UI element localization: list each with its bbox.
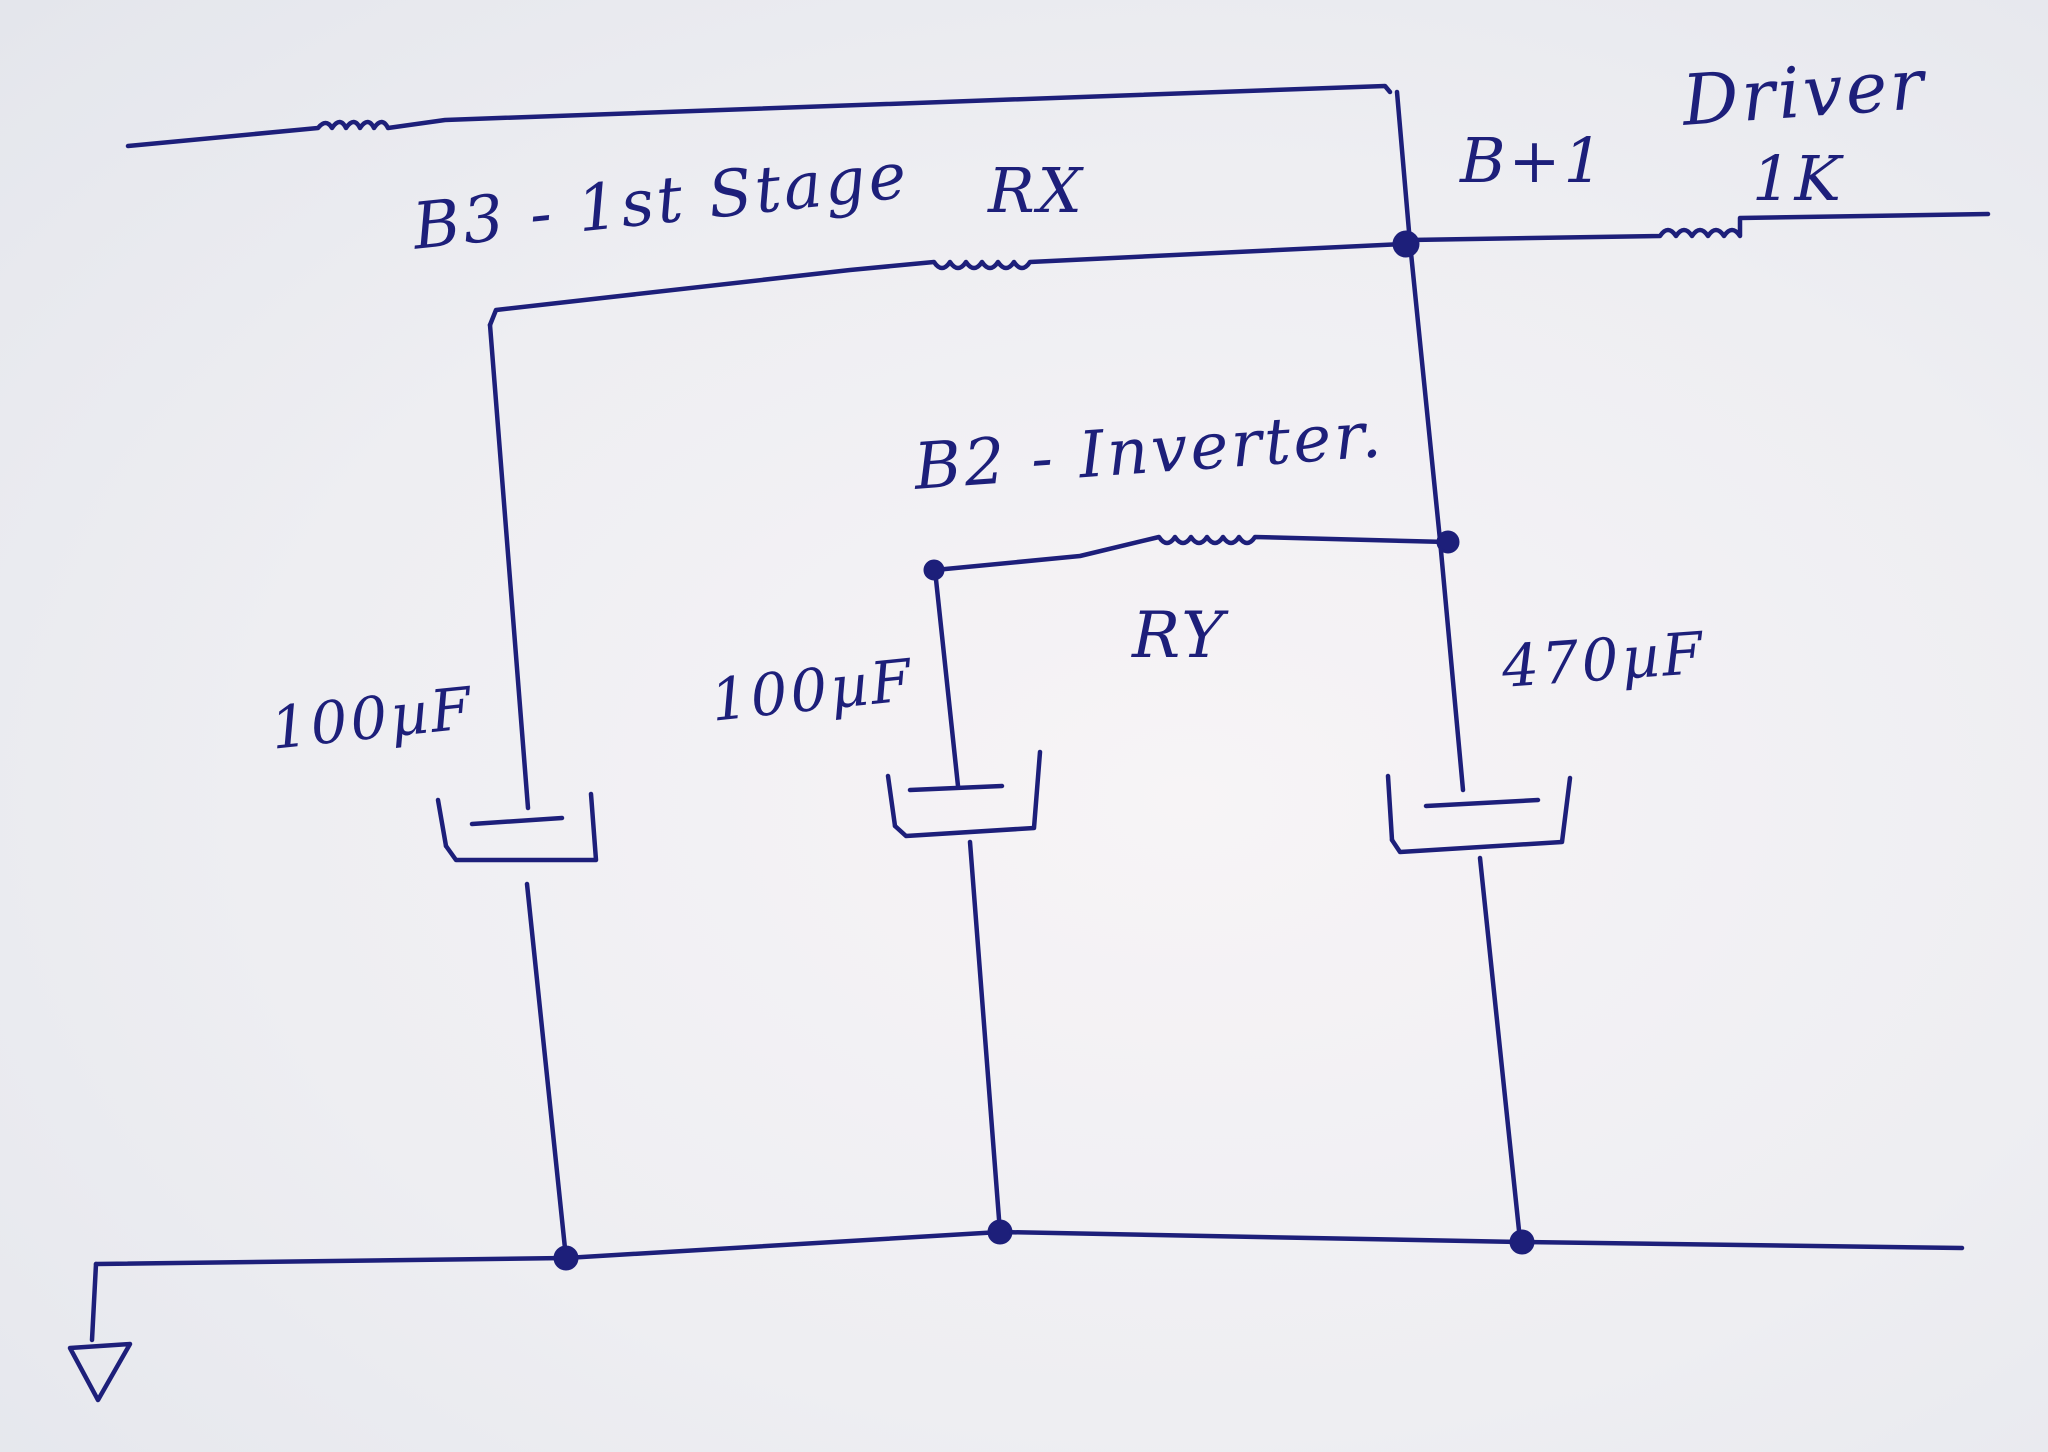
cap-b3-plate-top [469,815,565,827]
driver-wire [1407,211,1991,243]
junction-ground-b2 [987,1219,1013,1245]
junction-b-plus-1 [1392,230,1420,258]
b3-drop-wire [487,322,531,811]
cap-b2-plate-top [907,783,1005,793]
cap-b1-bracket [1385,773,1395,843]
label-b-plus-1: B+1 [1460,124,1606,197]
b2-wire [932,534,1450,573]
cap-b3-bracket [435,797,449,849]
cap-b3-plate-bottom [443,791,599,863]
cap-b2-plate-bottom [892,749,1043,839]
b3-wire [487,241,1405,328]
ground-symbol-stem [89,1261,99,1343]
junction-ground-b3 [553,1245,579,1271]
label-cap-b1-value: 470µF [1499,618,1708,701]
cap-b3-lead [524,881,569,1261]
ground-symbol-triangle [67,1341,133,1403]
cap-b1-plate-bottom [1389,775,1573,855]
label-ry: RY [1132,599,1227,673]
cap-b2-lead [967,839,1003,1235]
junction-b2-end [923,559,945,581]
cap-b2-bracket [885,773,898,829]
cap-b1-lead [1477,855,1523,1243]
cap-b1-plate-top [1423,797,1541,809]
b-plus-vertical-bus [1394,89,1466,793]
top-supply-wire [125,83,1393,149]
b2-drop-wire [932,567,961,789]
junction-ground-b1 [1509,1229,1535,1255]
ground-rail [93,1229,1965,1267]
label-driver: Driver [1679,42,1930,142]
label-rx: RX [988,154,1085,227]
junction-b2-bus [1436,530,1460,554]
label-1k: 1K [1752,142,1844,215]
